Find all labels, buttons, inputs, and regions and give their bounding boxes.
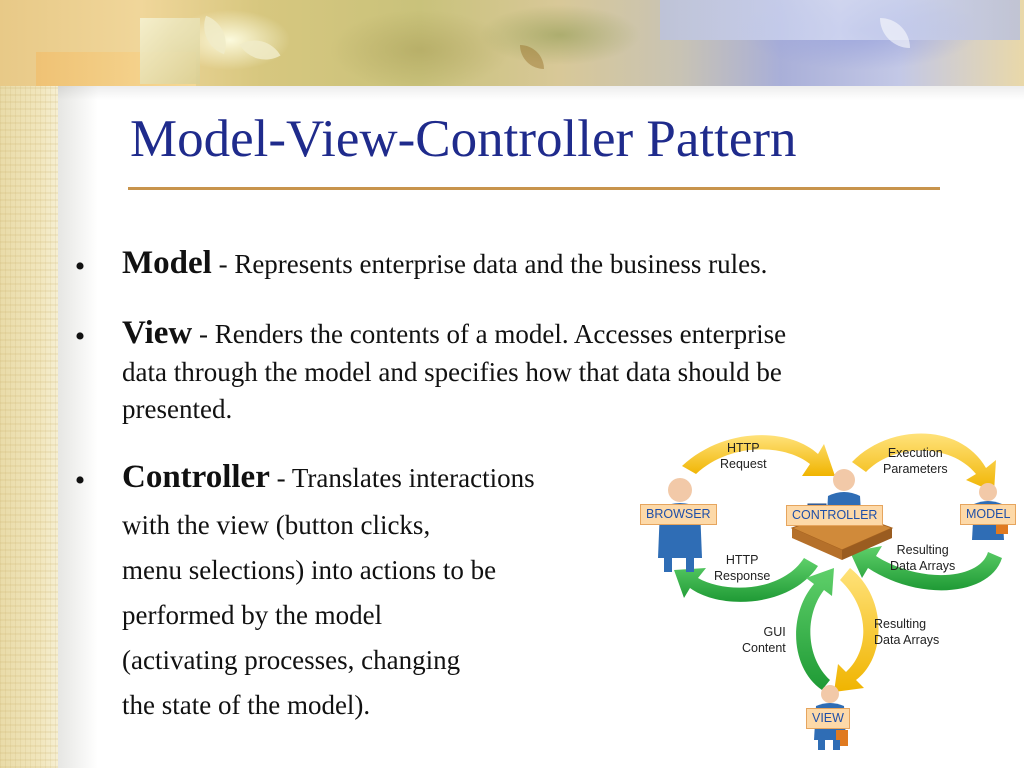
- banner-shadow: [58, 86, 1024, 100]
- bullet-text: - Represents enterprise data and the bus…: [211, 249, 768, 279]
- browser-person-icon: [658, 478, 702, 572]
- bullet-text: performed by the model: [122, 600, 383, 630]
- edge-label-line: Data Arrays: [874, 633, 940, 648]
- model-tag: MODEL: [960, 504, 1017, 525]
- bullet-term: View: [122, 315, 193, 351]
- edge-label-line: Resulting: [874, 617, 927, 631]
- bullet-view: View - Renders the contents of a model. …: [122, 315, 786, 352]
- bullet-model: Model - Represents enterprise data and t…: [122, 245, 767, 282]
- leaf-icon: [239, 29, 281, 71]
- controller-tag: CONTROLLER: [786, 505, 884, 526]
- gui-content-arrow: [796, 568, 834, 690]
- execution-parameters-label: Execution Parameters: [883, 445, 948, 478]
- edge-label-line: HTTP: [725, 553, 759, 567]
- title-underline: [128, 187, 940, 190]
- gui-content-label: GUI Content: [742, 624, 786, 657]
- http-request-label: HTTP Request: [720, 440, 767, 473]
- left-shadow: [58, 80, 98, 768]
- banner-tile: [140, 18, 200, 84]
- edge-label-line: Content: [742, 641, 786, 656]
- bullet-text: data through the model and specifies how…: [122, 357, 782, 387]
- http-request-arrow: [682, 435, 835, 476]
- http-response-label: HTTP Response: [714, 552, 770, 585]
- edge-label-line: Request: [720, 457, 767, 472]
- resulting-data-arrays-model-arrow: [850, 546, 1002, 591]
- bullet-term: Model: [122, 245, 212, 281]
- bullet-text: - Translates interactions: [269, 463, 535, 493]
- bullet-marker: •: [74, 464, 86, 497]
- execution-parameters-arrow: [852, 433, 996, 492]
- edge-label-line: Execution: [887, 446, 943, 460]
- view-tag: VIEW: [806, 708, 850, 729]
- slide-title: Model-View-Controller Pattern: [130, 110, 797, 168]
- bullet-term: Controller: [122, 459, 270, 495]
- bullet-marker: •: [74, 320, 86, 353]
- bullet-text: with the view (button clicks,: [122, 510, 431, 540]
- bullet-text: menu selections) into actions to be: [122, 555, 497, 585]
- bullet-marker: •: [74, 250, 86, 283]
- http-response-arrow: [674, 558, 818, 602]
- bullet-text: - Renders the contents of a model. Acces…: [192, 319, 787, 349]
- bullet-controller: Controller - Translates interactions: [122, 459, 535, 496]
- resulting-data-arrays-view-arrow: [834, 568, 879, 692]
- bullet-text: the state of the model).: [122, 690, 371, 720]
- banner-tile: [660, 0, 1020, 40]
- mvc-diagram: BROWSER CONTROLLER MODEL VIEW HTTP Reque…: [630, 418, 1024, 768]
- edge-label-line: Data Arrays: [890, 559, 956, 574]
- browser-tag: BROWSER: [640, 504, 717, 525]
- left-decorative-strip: [0, 0, 58, 768]
- resulting-data-arrays-model-label: Resulting Data Arrays: [890, 542, 955, 575]
- edge-label-line: HTTP: [726, 441, 760, 455]
- bullet-text: presented.: [122, 394, 233, 424]
- edge-label-line: GUI: [763, 625, 786, 639]
- edge-label-line: Response: [714, 569, 771, 584]
- bullet-text: (activating processes, changing: [122, 645, 461, 675]
- leaf-icon: [520, 45, 544, 69]
- edge-label-line: Resulting: [896, 543, 949, 557]
- leaf-icon: [195, 15, 235, 55]
- edge-label-line: Parameters: [883, 462, 948, 477]
- resulting-data-arrays-view-label: Resulting Data Arrays: [874, 616, 939, 649]
- top-banner: [0, 0, 1024, 86]
